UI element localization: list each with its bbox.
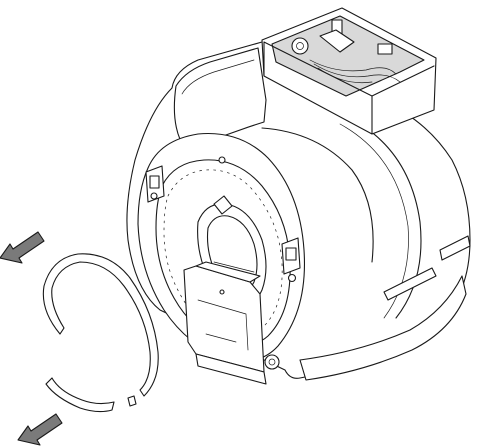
table-bracket-slot [205,333,237,343]
service-box-connector [377,43,393,55]
removed-ring-gap-edge-2 [45,377,53,385]
service-box-fan [291,37,309,55]
housing-seam-mid [261,127,374,263]
removed-ring-tab [127,395,137,407]
removed-ring-gap-edge-1 [59,327,65,335]
service-box [261,7,437,135]
housing-bottom-skirt [299,275,467,381]
bore-rail-1 [213,261,255,273]
bore-top-flap [213,195,233,215]
removal-arrow-lower [17,413,63,446]
left-display [149,175,160,189]
removal-arrow-upper [0,231,45,264]
bottom-sensor [264,354,280,370]
left-knob [150,192,158,200]
service-box-cable-2 [313,63,401,83]
bottom-sensor-center [268,358,276,366]
housing-seam-right-outer [349,117,422,319]
housing-top-ridge [173,47,267,151]
removed-ring [42,253,159,413]
removal-arrow-icon [17,413,63,446]
service-box-bracket [319,29,355,53]
front-top-screw [218,156,226,164]
table-bracket-inner-edge [197,299,249,351]
table-bracket-top [195,261,261,283]
housing-top-ridge-edge [181,59,255,95]
table-bracket [183,261,267,385]
service-box-inner-floor [271,15,425,97]
removed-ring-lower-tail [45,377,115,413]
service-box-cable-1 [309,59,397,75]
removal-arrow-icon [0,231,45,264]
right-display [285,247,297,261]
service-box-cable-3 [317,67,373,84]
housing-side-grip [439,235,471,261]
service-box-fan-hub [296,42,304,50]
table-bracket-foot [195,353,267,385]
right-knob [287,273,297,283]
housing-side-handle [383,267,437,301]
removed-ring-band [42,253,159,397]
table-bracket-bolt [219,289,225,295]
